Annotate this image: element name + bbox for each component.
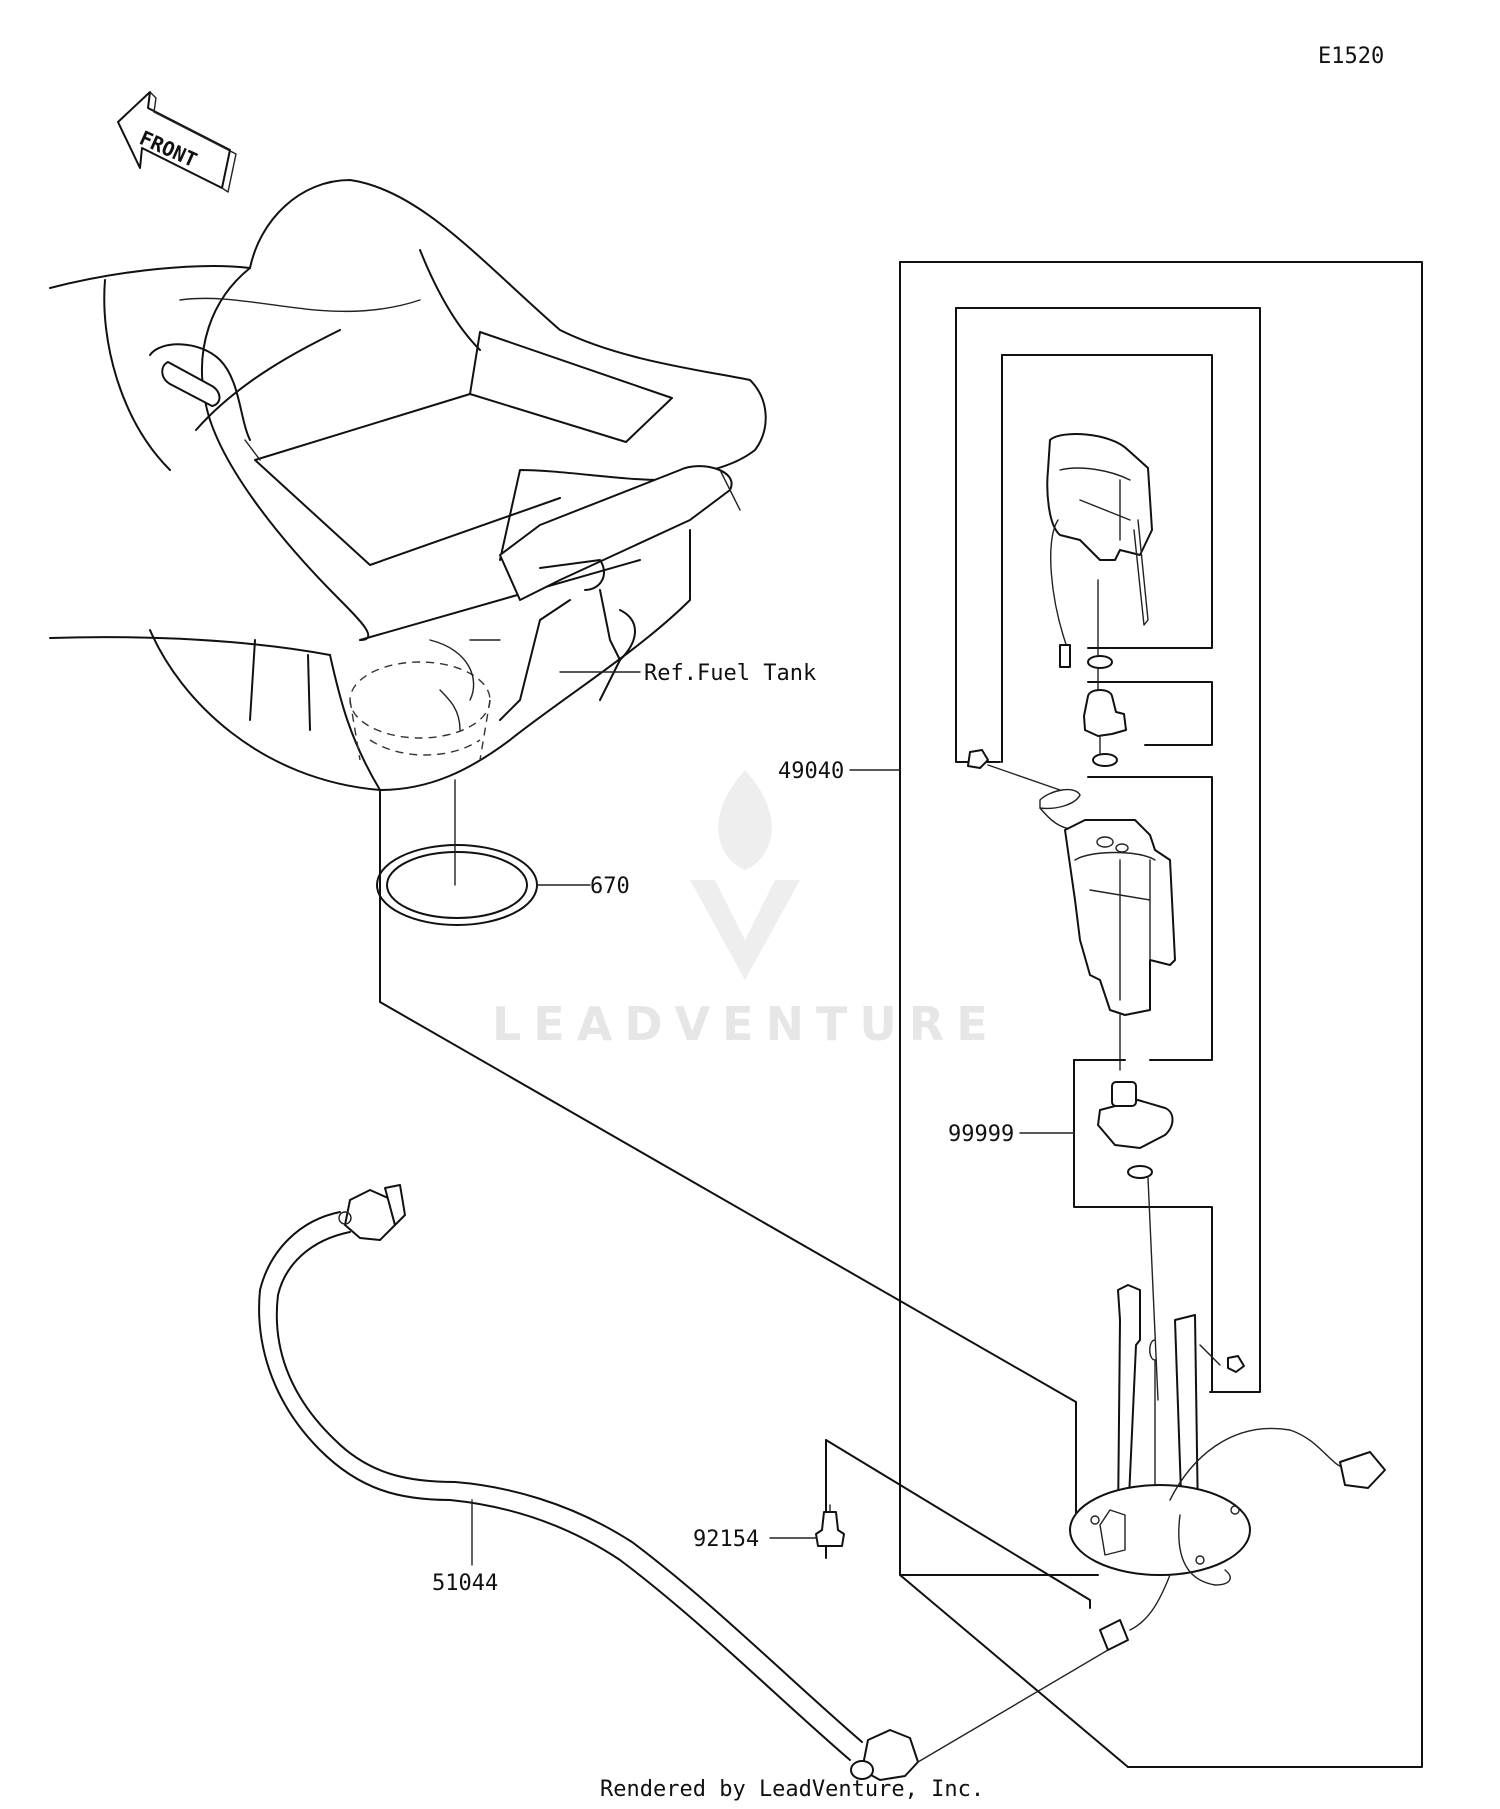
ref-fuel-tank-label: Ref.Fuel Tank: [644, 661, 816, 686]
watermark-text: LEADVENTURE: [492, 997, 1000, 1051]
part-number-49040: 49040: [778, 759, 844, 784]
front-arrow-label: FRONT: [136, 126, 201, 172]
bolt-92154: 92154: [693, 1504, 845, 1552]
front-arrow-icon: FRONT: [117, 91, 237, 193]
part-number-99999: 99999: [948, 1122, 1014, 1147]
watermark-flame-icon: [718, 770, 772, 870]
gasket-670: 670: [376, 779, 630, 926]
footer-credit: Rendered by LeadVenture, Inc.: [600, 1777, 984, 1802]
part-number-92154: 92154: [693, 1527, 759, 1552]
watermark-v-icon: [690, 880, 800, 980]
part-number-670: 670: [590, 874, 630, 899]
watermark: LEADVENTURE: [492, 770, 1000, 1051]
fuel-hose-51044: 51044: [258, 1184, 1109, 1781]
diagram-code: E1520: [1318, 44, 1384, 69]
fuel-tank-illustration: [49, 179, 767, 791]
fuel-pump-assembly: [967, 433, 1386, 1651]
part-number-51044: 51044: [432, 1571, 498, 1596]
